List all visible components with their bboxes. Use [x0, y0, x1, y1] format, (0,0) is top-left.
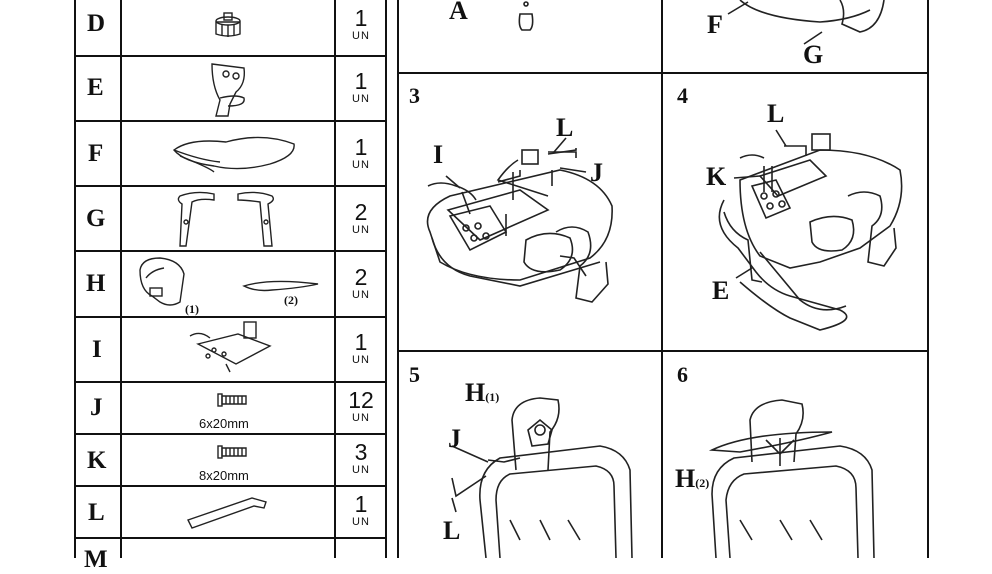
part-qty-L: 1 UN [335, 493, 387, 528]
step2-drawing [518, 1, 534, 31]
part-letter-E: E [87, 74, 104, 101]
step4-drawing [718, 129, 903, 331]
part-qty-J: 12 UN [335, 389, 387, 424]
part-letter-J: J [90, 394, 103, 421]
qty-value: 2 [354, 264, 368, 290]
step-number-4: 4 [677, 83, 688, 108]
mechanism-icon [189, 321, 272, 373]
label-sub: (2) [695, 476, 710, 490]
qty-value: 12 [348, 387, 374, 413]
qty-unit: UN [352, 30, 370, 42]
part-letter-K: K [87, 447, 107, 474]
qty-unit: UN [352, 516, 370, 528]
assembly-sheet-lines [74, 0, 929, 558]
part-letter-G: G [86, 205, 106, 232]
part-qty-K: 3 UN [335, 441, 387, 476]
qty-value: 1 [354, 68, 368, 94]
part-qty-D: 1 UN [335, 7, 387, 42]
part-qty-F: 1 UN [335, 136, 387, 171]
step3-drawing [426, 137, 613, 303]
step5-label-L: L [443, 516, 461, 545]
qty-value: 1 [354, 329, 368, 355]
qty-value: 1 [354, 5, 368, 31]
step6-drawing [708, 399, 875, 558]
part-qty-G: 2 UN [335, 201, 387, 236]
qty-unit: UN [352, 224, 370, 236]
qty-value: 2 [354, 199, 368, 225]
armrest-icon [177, 191, 275, 247]
part-letter-F: F [88, 140, 104, 167]
part-letter-D: D [87, 10, 106, 37]
part-letter-L: L [88, 499, 105, 526]
screw-icon [217, 445, 247, 459]
qty-unit: UN [352, 412, 370, 424]
qty-value: 1 [354, 134, 368, 160]
part-letter-I: I [92, 336, 102, 363]
qty-value: 1 [354, 491, 368, 517]
step4-label-E: E [712, 276, 730, 305]
step-top-right-drawing [727, 0, 885, 45]
qty-unit: UN [352, 464, 370, 476]
part-letter-H: H [86, 270, 106, 297]
seat-icon [172, 136, 295, 173]
allen-key-icon [187, 497, 267, 529]
qty-unit: UN [352, 354, 370, 366]
step3-label-L: L [556, 113, 574, 142]
label-sub: (1) [485, 390, 500, 404]
screw-icon [217, 393, 247, 407]
qty-unit: UN [352, 159, 370, 171]
label-letter: H [675, 464, 696, 493]
qty-unit: UN [352, 289, 370, 301]
part-qty-I: 1 UN [335, 331, 387, 366]
part-H-sub2: (2) [284, 293, 298, 307]
step-tr-label-F: F [707, 10, 723, 39]
headrest-icon [139, 257, 319, 306]
part-K-caption: 8x20mm [199, 468, 249, 483]
part-letter-M: M [84, 546, 108, 573]
label-letter: H [465, 378, 486, 407]
qty-value: 3 [354, 439, 368, 465]
step-number-6: 6 [677, 362, 688, 387]
step4-label-L: L [767, 99, 785, 128]
step-tr-label-G: G [803, 40, 824, 69]
step5-drawing [451, 397, 633, 558]
step-number-3: 3 [409, 83, 420, 108]
step3-label-I: I [433, 140, 444, 169]
part-H-sub1: (1) [185, 302, 199, 316]
step4-label-K: K [706, 162, 727, 191]
qty-unit: UN [352, 93, 370, 105]
step6-label-H: H(2) [675, 464, 709, 494]
part-qty-H: 2 UN [335, 266, 387, 301]
step5-label-H: H(1) [465, 378, 499, 408]
bracket-icon [211, 63, 246, 117]
part-qty-E: 1 UN [335, 70, 387, 105]
step-number-5: 5 [409, 362, 420, 387]
step5-label-J: J [448, 424, 461, 453]
cap-icon [215, 12, 241, 37]
step3-label-J: J [590, 158, 603, 187]
part-J-caption: 6x20mm [199, 416, 249, 431]
step2-label-A: A [449, 0, 468, 25]
